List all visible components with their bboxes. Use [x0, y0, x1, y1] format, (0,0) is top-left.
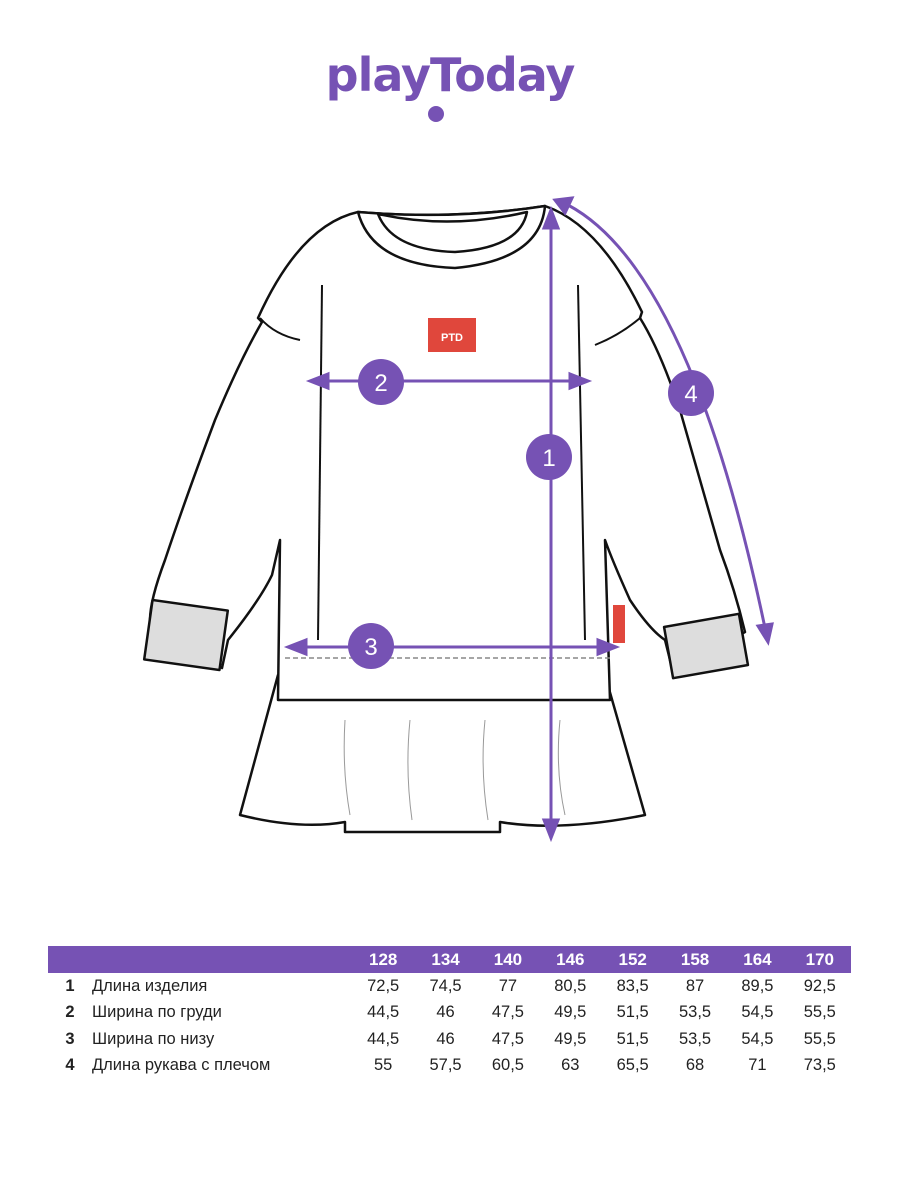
svg-text:3: 3 [364, 634, 377, 661]
cell-value: 54,5 [741, 1003, 774, 1022]
callout-3: 3 [348, 623, 394, 669]
size-col: 158 [663, 946, 727, 973]
size-col: 128 [352, 946, 415, 973]
cell-value: 80,5 [554, 976, 587, 995]
cell-value: 49,5 [554, 1029, 587, 1048]
cell-value: 46 [436, 1029, 455, 1048]
cell-value: 77 [498, 976, 518, 995]
row-number: 2 [65, 1003, 75, 1022]
cell-value: 68 [685, 1056, 705, 1075]
ptd-label: PTD [428, 318, 476, 352]
cell-value: 55,5 [803, 1029, 836, 1048]
cell-value: 46 [436, 1003, 455, 1022]
size-col: 134 [414, 946, 477, 973]
cell-value: 47,5 [491, 1029, 524, 1048]
cell-value: 71 [748, 1056, 767, 1075]
cell-value: 54,5 [741, 1029, 774, 1048]
cell-value: 83,5 [616, 976, 649, 995]
logo-dot [428, 106, 444, 122]
dress-body [148, 204, 747, 702]
cell-value: 63 [561, 1056, 580, 1075]
size-col: 152 [601, 946, 664, 973]
size-col: 170 [788, 946, 851, 973]
callout-4: 4 [668, 370, 714, 416]
brand-logo: playToday [0, 48, 900, 122]
cell-value: 47,5 [491, 1003, 524, 1022]
cell-value: 51,5 [616, 1003, 649, 1022]
row-label: Длина рукава с плечом [92, 1056, 271, 1075]
table-row: 2 Ширина по груди 44,5 46 47,5 49,5 51,5 53,5 54… [48, 1000, 851, 1027]
cell-value: 89,5 [741, 976, 774, 995]
size-header-row: 128 134 140 146 152 158 164 170 [48, 946, 851, 973]
cell-value: 60,5 [491, 1056, 524, 1075]
side-tag [613, 605, 625, 643]
svg-text:1: 1 [542, 445, 555, 472]
cell-value: 72,5 [367, 976, 400, 995]
svg-text:2: 2 [374, 370, 387, 397]
svg-text:4: 4 [684, 381, 697, 408]
cell-value: 74,5 [429, 976, 462, 995]
cell-value: 55 [374, 1056, 393, 1075]
right-cuff [662, 612, 750, 680]
cell-value: 53,5 [679, 1003, 712, 1022]
cell-value: 65,5 [616, 1056, 649, 1075]
size-col: 164 [726, 946, 789, 973]
table-row: 1 Длина изделия 72,5 74,5 77 80,5 83,5 87 89,5 92… [48, 973, 851, 1000]
cell-value: 53,5 [679, 1029, 712, 1048]
logo-text: playToday [325, 48, 576, 102]
row-number: 3 [65, 1029, 75, 1048]
callout-1: 1 [526, 434, 572, 480]
size-table: 128 134 140 146 152 158 164 170 1 Длина и… [48, 946, 851, 1079]
cell-value: 55,5 [803, 1003, 836, 1022]
cell-value: 51,5 [616, 1029, 649, 1048]
row-label: Длина изделия [92, 976, 208, 995]
cell-value: 73,5 [803, 1056, 836, 1075]
skirt-ruffle [238, 673, 647, 834]
left-cuff [142, 598, 230, 672]
row-label: Ширина по груди [92, 1003, 222, 1022]
table-row: 3 Ширина по низу 44,5 46 47,5 49,5 51,5 53,5 54,… [48, 1026, 851, 1053]
cell-value: 92,5 [803, 976, 836, 995]
cell-value: 44,5 [367, 1003, 400, 1022]
callout-2: 2 [358, 359, 404, 405]
table-row: 4 Длина рукава с плечом 55 57,5 60,5 63 65,5 68… [48, 1053, 851, 1080]
row-number: 1 [65, 976, 75, 995]
garment-sketch: PTD 1 2 3 4 [142, 196, 774, 843]
svg-text:PTD: PTD [441, 332, 463, 344]
cell-value: 44,5 [367, 1029, 400, 1048]
cell-value: 87 [685, 976, 705, 995]
row-label: Ширина по низу [92, 1029, 215, 1048]
row-number: 4 [65, 1056, 75, 1075]
size-col: 140 [476, 946, 540, 973]
cell-value: 57,5 [429, 1056, 462, 1075]
cell-value: 49,5 [554, 1003, 587, 1022]
size-col: 146 [539, 946, 602, 973]
sleeve-line [567, 203, 767, 629]
